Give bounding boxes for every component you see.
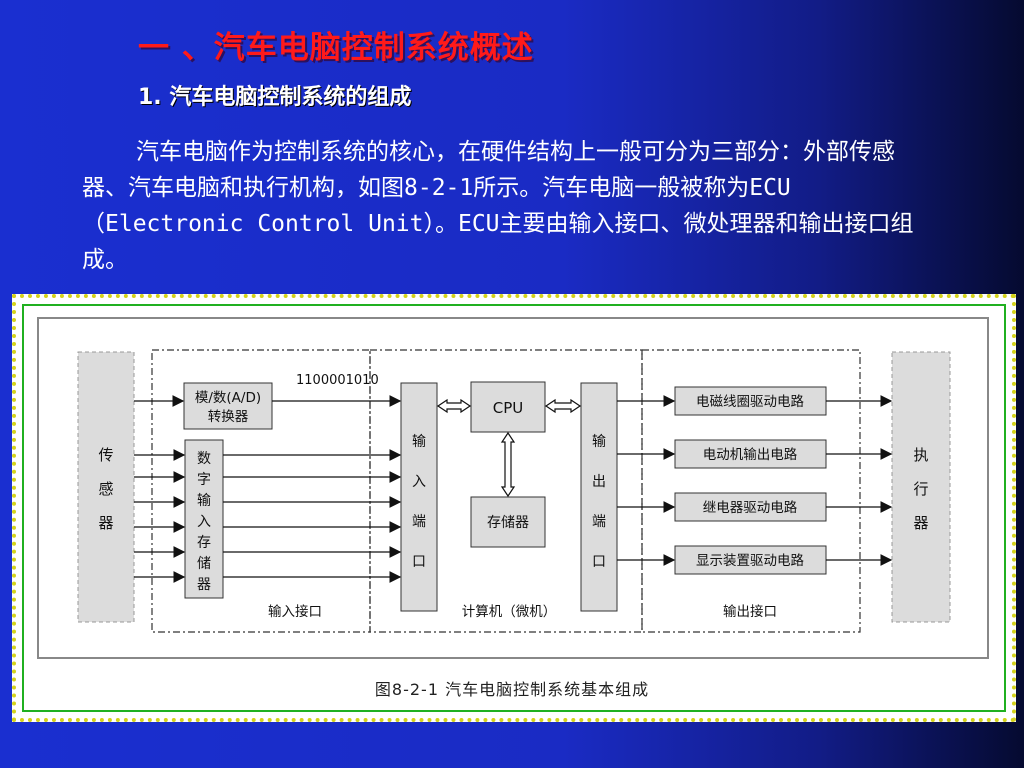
digital-input-char-6: 储 [197,556,211,572]
input-interface-label: 输入接口 [268,603,322,620]
sensor-label-3: 器 [98,514,113,532]
figure-caption: 图8-2-1 汽车电脑控制系统基本组成 [375,680,649,699]
input-port-arrows [223,395,402,583]
digital-input-char-4: 入 [197,514,211,530]
digital-input-char-7: 器 [197,577,211,593]
input-port-block [400,382,438,612]
bus-arrows [436,398,582,498]
cpu-block [470,381,546,433]
actuator-label-3: 器 [913,514,928,532]
input-port-char-4: 口 [412,554,426,570]
driver-block-3 [674,492,827,522]
input-port-char-2: 入 [412,474,426,490]
slide-title: 一 、汽车电脑控制系统概述 [138,30,534,66]
actuator-label-1: 执 [913,446,928,464]
output-port-char-3: 端 [592,514,606,530]
actuator-block [891,351,951,623]
computer-region [369,349,643,633]
input-port-char-3: 端 [412,514,426,530]
output-port-block [580,382,618,612]
digital-input-block [184,439,224,599]
driver-block-1 [674,386,827,416]
digital-input-char-1: 数 [197,451,211,467]
driver-block-2 [674,439,827,469]
sensor-block [77,351,135,623]
ad-converter-label-2: 转换器 [208,409,249,425]
digital-input-char-3: 输 [197,493,211,509]
output-interface-label: 输出接口 [723,603,777,620]
digital-input-char-2: 字 [197,472,211,488]
sensor-arrows [134,395,186,583]
memory-label: 存储器 [487,515,529,531]
sensor-label-2: 感 [98,480,113,498]
output-port-char-4: 口 [592,554,606,570]
driver-label-3: 继电器驱动电路 [703,500,798,516]
output-arrows [617,395,893,566]
output-interface-region [641,349,861,633]
input-port-char-1: 输 [412,434,426,450]
memory-block [470,496,546,548]
computer-label: 计算机（微机） [462,604,557,620]
driver-label-1: 电磁线圈驱动电路 [696,394,804,410]
output-port-char-2: 出 [592,474,606,490]
actuator-label-2: 行 [913,480,928,498]
output-port-char-1: 输 [592,434,606,450]
digital-input-char-5: 存 [197,535,211,551]
ad-converter-label-1: 模/数(A/D) [195,390,261,406]
diagram-border [37,317,989,659]
input-interface-region [151,349,371,633]
cpu-label: CPU [493,399,524,417]
intro-paragraph: 汽车电脑作为控制系统的核心，在硬件结构上一般可分为三部分：外部传感器、汽车电脑和… [82,139,914,273]
sensor-label-1: 传 [98,446,113,464]
binary-code-label: 1100001010 [296,373,379,388]
driver-label-2: 电动机输出电路 [703,447,798,463]
driver-label-4: 显示装置驱动电路 [696,553,804,569]
ad-converter-block [183,382,273,430]
slide-subtitle: 1. 汽车电脑控制系统的组成 [138,85,412,110]
